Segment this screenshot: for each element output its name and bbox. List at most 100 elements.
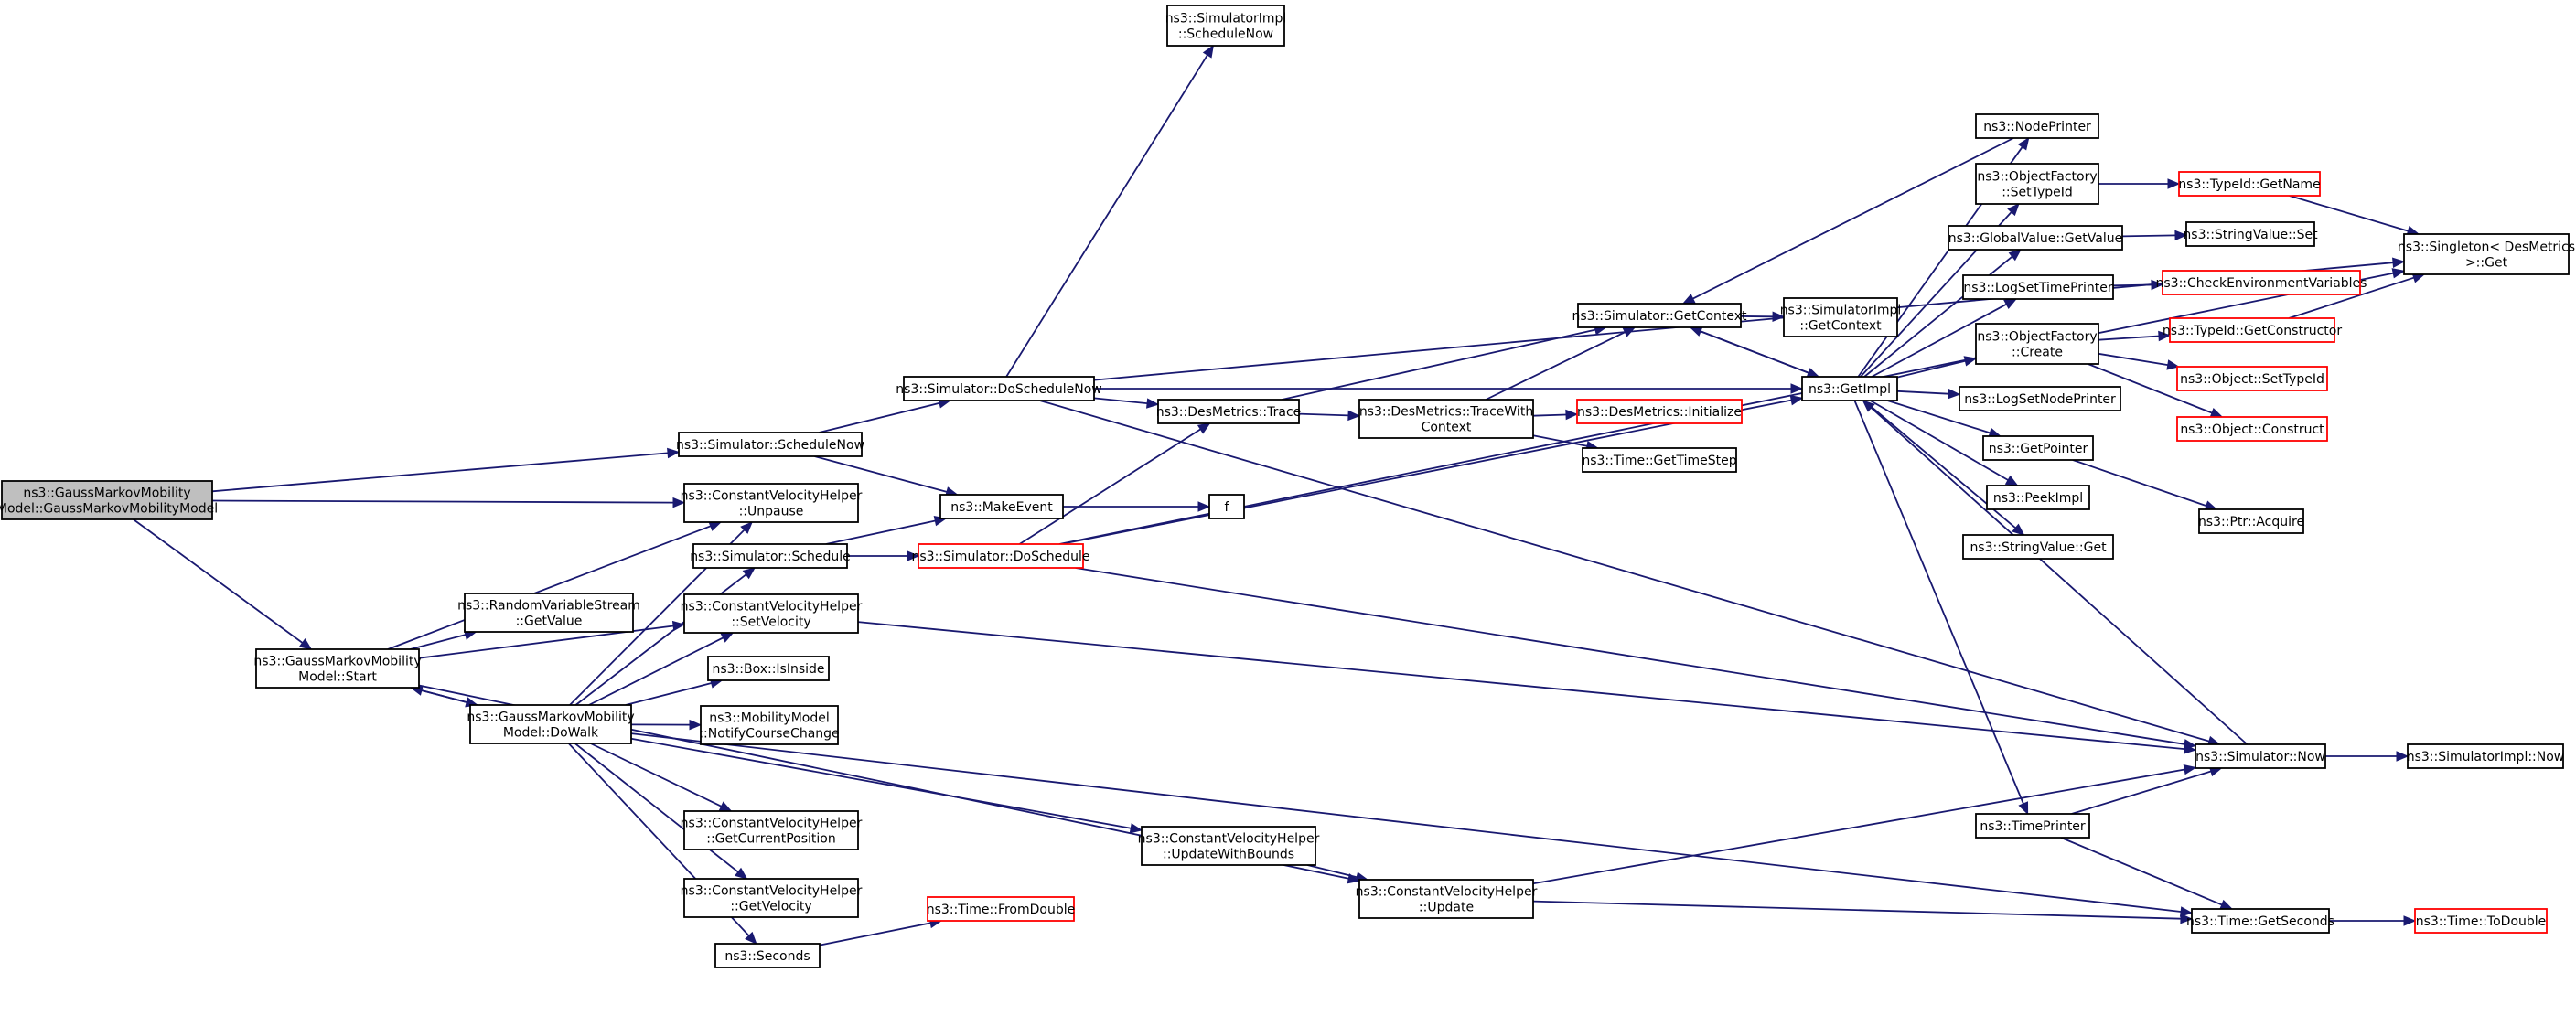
node-label: ns3::Time::ToDouble — [2416, 914, 2547, 929]
node-label: ::NotifyCourseChange — [699, 727, 839, 742]
edge-line — [387, 525, 712, 650]
node-updatewithbounds[interactable]: ns3::ConstantVelocityHelper::UpdateWithB… — [1138, 826, 1320, 866]
node-label: ns3::CheckEnvironmentVariables — [2156, 276, 2367, 291]
node-box — [927, 896, 1075, 922]
edge-dowalk-to-getcurpos — [590, 743, 733, 812]
node-logsettimeprinter[interactable]: ns3::LogSetTimePrinter — [1962, 274, 2114, 300]
node-start[interactable]: ns3::GaussMarkovMobilityModel::Start — [253, 648, 422, 689]
arrowhead-icon — [740, 521, 754, 534]
node-label: ns3::Ptr::Acquire — [2198, 515, 2304, 529]
node-dowalk[interactable]: ns3::GaussMarkovMobilityModel::DoWalk — [467, 704, 635, 744]
edge-line — [211, 499, 674, 504]
node-simnow[interactable]: ns3::Simulator::Now — [2195, 743, 2326, 769]
node-ofcreate[interactable]: ns3::ObjectFactory::Create — [1975, 323, 2099, 365]
node-setvelocity[interactable]: ns3::ConstantVelocityHelper::SetVelocity — [681, 593, 863, 634]
node-makeevent[interactable]: ns3::MakeEvent — [939, 494, 1064, 519]
node-getimpl[interactable]: ns3::GetImpl — [1801, 376, 1898, 401]
node-simimplnow[interactable]: ns3::SimulatorImpl::Now — [2407, 743, 2565, 769]
node-doschedulenow[interactable]: ns3::Simulator::DoScheduleNow — [896, 376, 1102, 401]
node-stringvalueget[interactable]: ns3::StringValue::Get — [1962, 534, 2114, 560]
node-singletonget[interactable]: ns3::Singleton< DesMetrics>::Get — [2398, 233, 2575, 275]
node-getseconds[interactable]: ns3::Time::GetSeconds — [2186, 908, 2334, 934]
arrowhead-icon — [1790, 383, 1804, 394]
arrowhead-icon — [1681, 294, 1696, 305]
edge-line — [2289, 195, 2409, 232]
node-ptracquire[interactable]: ns3::Ptr::Acquire — [2198, 508, 2304, 534]
node-label: ::Create — [2012, 346, 2063, 360]
edge-line — [1282, 328, 1596, 401]
node-doschedule[interactable]: ns3::Simulator::DoSchedule — [912, 543, 1090, 569]
edge-line — [1039, 400, 2210, 743]
node-update[interactable]: ns3::ConstantVelocityHelper::Update — [1356, 879, 1538, 919]
node-label: ::SetVelocity — [731, 615, 810, 630]
node-simimplschedulenow[interactable]: ns3::SimulatorImpl::ScheduleNow — [1165, 5, 1287, 47]
node-label: ns3::Simulator::DoScheduleNow — [896, 382, 1101, 397]
node-objconstruct[interactable]: ns3::Object::Construct — [2176, 416, 2328, 442]
node-isinside[interactable]: ns3::Box::IsInside — [707, 656, 830, 681]
node-label: ns3::LogSetTimePrinter — [1963, 281, 2113, 295]
arrowhead-icon — [1129, 823, 1143, 834]
node-label: ns3::ObjectFactory — [1977, 330, 2097, 345]
arrowhead-icon — [2209, 408, 2224, 418]
node-box — [1975, 163, 2099, 205]
node-getpointer[interactable]: ns3::GetPointer — [1982, 435, 2094, 461]
edge-line — [2112, 283, 2152, 287]
node-fromdouble[interactable]: ns3::Time::FromDouble — [927, 896, 1076, 922]
node-f[interactable]: f — [1208, 494, 1245, 519]
node-initialize[interactable]: ns3::DesMetrics::Initialize — [1576, 399, 1743, 424]
arrowhead-icon — [708, 521, 723, 531]
node-rvsgetvalue[interactable]: ns3::RandomVariableStream::GetValue — [457, 593, 640, 633]
node-getconstructor[interactable]: ns3::TypeId::GetConstructor — [2163, 317, 2342, 343]
node-todouble[interactable]: ns3::Time::ToDouble — [2414, 908, 2548, 934]
node-unpause[interactable]: ns3::ConstantVelocityHelper::Unpause — [681, 483, 863, 523]
node-box — [683, 810, 859, 850]
node-globalgetvalue[interactable]: ns3::GlobalValue::GetValue — [1948, 225, 2123, 251]
arrowhead-icon — [734, 867, 748, 880]
node-getvelocity[interactable]: ns3::ConstantVelocityHelper::GetVelocity — [681, 878, 863, 918]
node-gettimestep[interactable]: ns3::Time::GetTimeStep — [1582, 447, 1737, 473]
node-seconds[interactable]: ns3::Seconds — [714, 943, 821, 968]
edge-line — [1298, 412, 1349, 417]
node-checkenv[interactable]: ns3::CheckEnvironmentVariables — [2156, 270, 2367, 295]
arrowhead-icon — [1862, 400, 1875, 412]
node-logsetnodeprinter[interactable]: ns3::LogSetNodePrinter — [1959, 386, 2121, 411]
node-schedulenow[interactable]: ns3::Simulator::ScheduleNow — [676, 432, 864, 457]
edge-line — [1853, 400, 2024, 805]
node-typeidgetname[interactable]: ns3::TypeId::GetName — [2178, 171, 2321, 197]
arrowhead-icon — [2219, 899, 2234, 910]
node-label: Model::DoWalk — [503, 726, 599, 741]
node-timeprinter[interactable]: ns3::TimePrinter — [1975, 813, 2090, 839]
node-label: Model::GaussMarkovMobilityModel — [0, 502, 218, 517]
node-peekimpl[interactable]: ns3::PeekImpl — [1986, 485, 2090, 510]
node-nodeprinter[interactable]: ns3::NodePrinter — [1975, 113, 2099, 139]
arrowhead-icon — [1202, 44, 1214, 59]
node-label: ns3::Simulator::Now — [2195, 750, 2325, 764]
edge-line — [1871, 303, 2007, 378]
node-notify[interactable]: ns3::MobilityModel::NotifyCourseChange — [699, 705, 840, 745]
node-schedule[interactable]: ns3::Simulator::Schedule — [690, 543, 851, 569]
node-label: ns3::SimulatorImpl::Now — [2407, 750, 2565, 764]
edge-ofcreate-to-objsettypeid — [2098, 352, 2180, 370]
edge-line — [421, 689, 478, 706]
node-label: ns3::MakeEvent — [950, 500, 1053, 515]
edge-line — [2088, 363, 2213, 414]
node-root[interactable]: ns3::GaussMarkovMobilityModel::GaussMark… — [0, 480, 218, 520]
arrowhead-icon — [2403, 915, 2417, 926]
node-stringvalueset[interactable]: ns3::StringValue::Set — [2183, 221, 2318, 247]
node-label: ns3::ConstantVelocityHelper — [1138, 832, 1320, 847]
node-objsettypeid[interactable]: ns3::Object::SetTypeId — [2176, 366, 2328, 391]
node-simimplgetcontext[interactable]: ns3::SimulatorImpl::GetContext — [1780, 297, 1902, 337]
node-label: ns3::GlobalValue::GetValue — [1948, 231, 2122, 246]
edge-ofcreate-to-getconstructor — [2098, 330, 2172, 342]
node-trace[interactable]: ns3::DesMetrics::Trace — [1156, 399, 1302, 424]
node-getcurpos[interactable]: ns3::ConstantVelocityHelper::GetCurrentP… — [681, 810, 863, 850]
node-box — [2407, 743, 2564, 769]
node-getcontext[interactable]: ns3::Simulator::GetContext — [1572, 303, 1747, 328]
edge-line — [1019, 428, 1201, 545]
node-box — [2185, 221, 2315, 247]
edge-timeprinter-to-simnow — [2071, 766, 2223, 815]
node-box — [1948, 225, 2123, 251]
node-ofsettypeid[interactable]: ns3::ObjectFactory::SetTypeId — [1975, 163, 2099, 205]
